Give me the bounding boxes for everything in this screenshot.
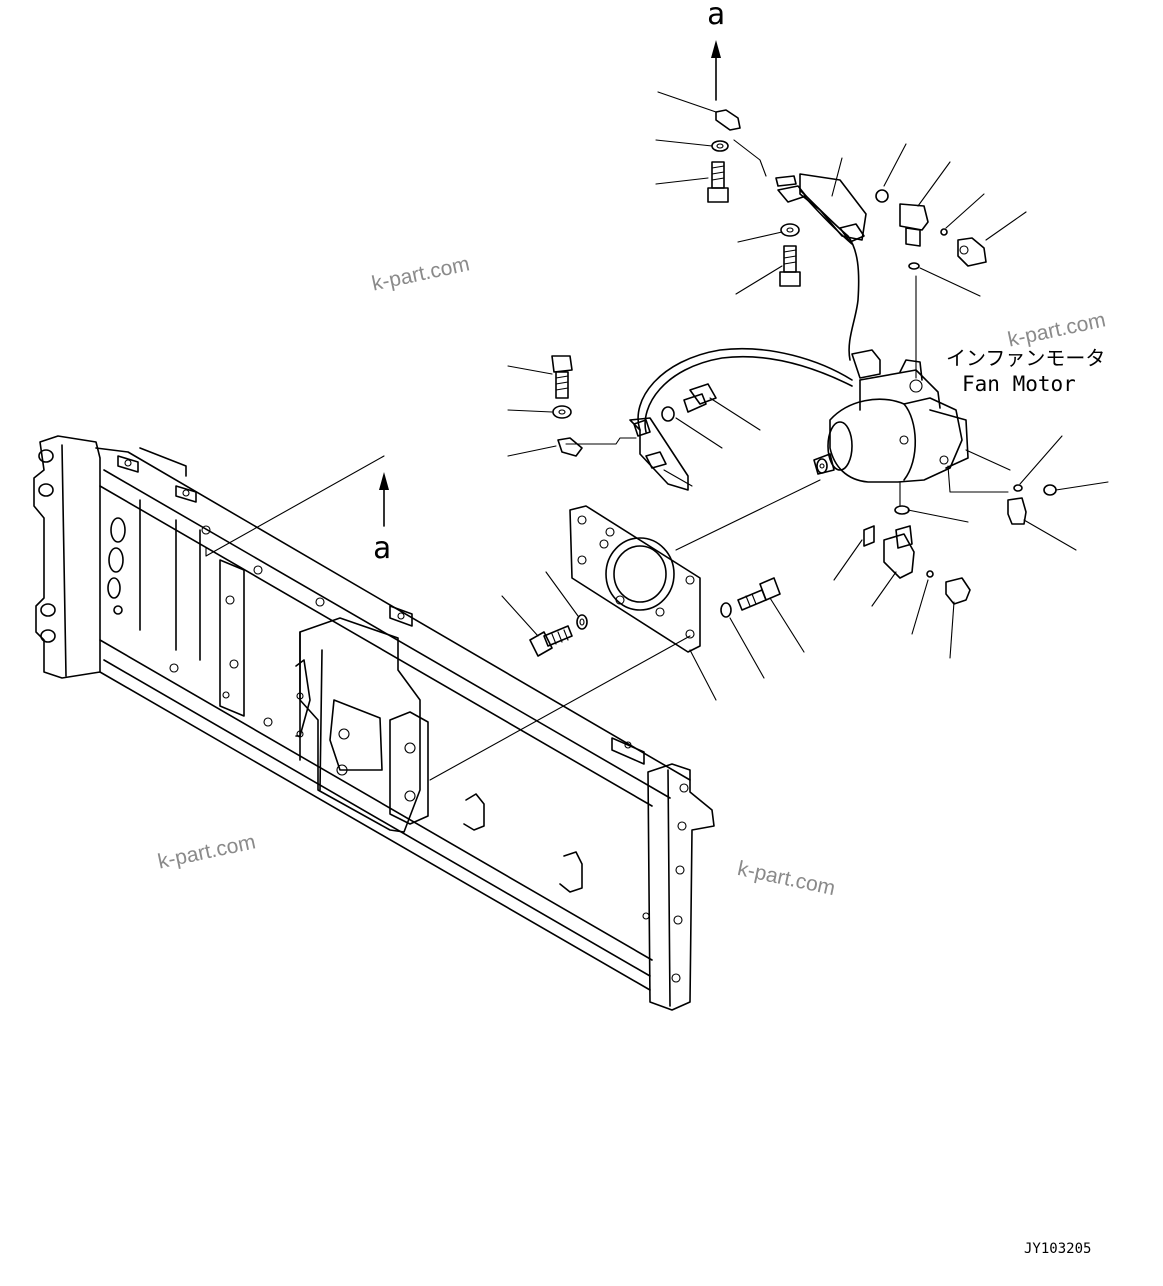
fan-motor-label-en: Fan Motor (962, 372, 1076, 396)
plate-bolts-left (529, 614, 588, 657)
harness-clamp-parts (707, 109, 867, 361)
drawing-code: JY103205 (1024, 1241, 1092, 1257)
fan-motor (813, 349, 969, 483)
fan-motor-label-jp: インファンモータ (946, 346, 1106, 370)
top-reference-letter: a (707, 0, 726, 32)
frame-reference-letter: a (373, 531, 392, 566)
motor-bolts-upper (551, 347, 853, 491)
radiator-frame (33, 435, 715, 1011)
plate-bolts-right (720, 577, 781, 618)
top-reference-arrow (711, 40, 721, 101)
mounting-plate (429, 479, 821, 781)
frame-reference-arrow (205, 455, 389, 557)
leader-lines (501, 91, 1109, 701)
